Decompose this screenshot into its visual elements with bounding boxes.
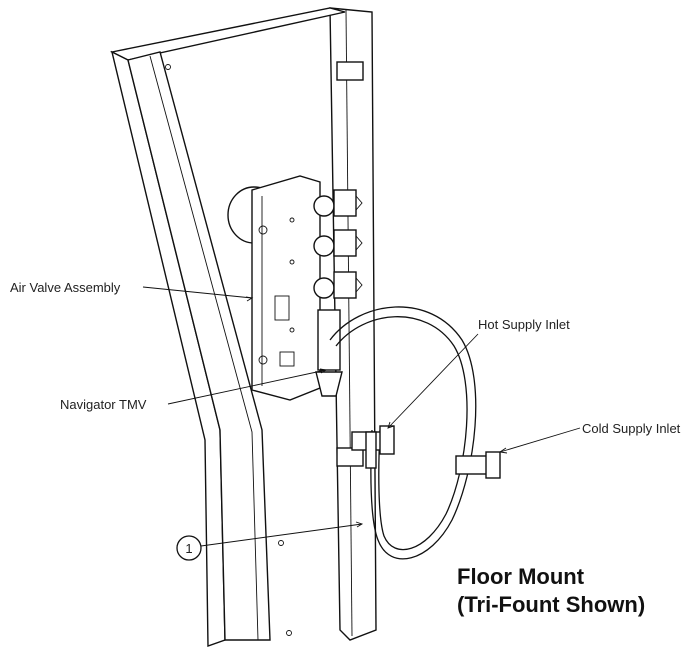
item-number-label: 1 (185, 541, 192, 556)
callout-cold-supply-inlet: Cold Supply Inlet (582, 421, 681, 436)
leader-lines (142, 286, 581, 547)
item-number-bubble: 1 (176, 535, 202, 561)
caption-line-1: Floor Mount (457, 564, 585, 589)
caption-line-2: (Tri-Fount Shown) (457, 592, 645, 617)
callout-air-valve-assembly: Air Valve Assembly (10, 280, 121, 295)
supply-hose (329, 306, 501, 560)
callout-hot-supply-inlet: Hot Supply Inlet (478, 317, 570, 332)
air-valve-assembly (227, 175, 363, 401)
callout-navigator-tmv: Navigator TMV (60, 397, 147, 412)
pedestal-frame (109, 7, 377, 647)
